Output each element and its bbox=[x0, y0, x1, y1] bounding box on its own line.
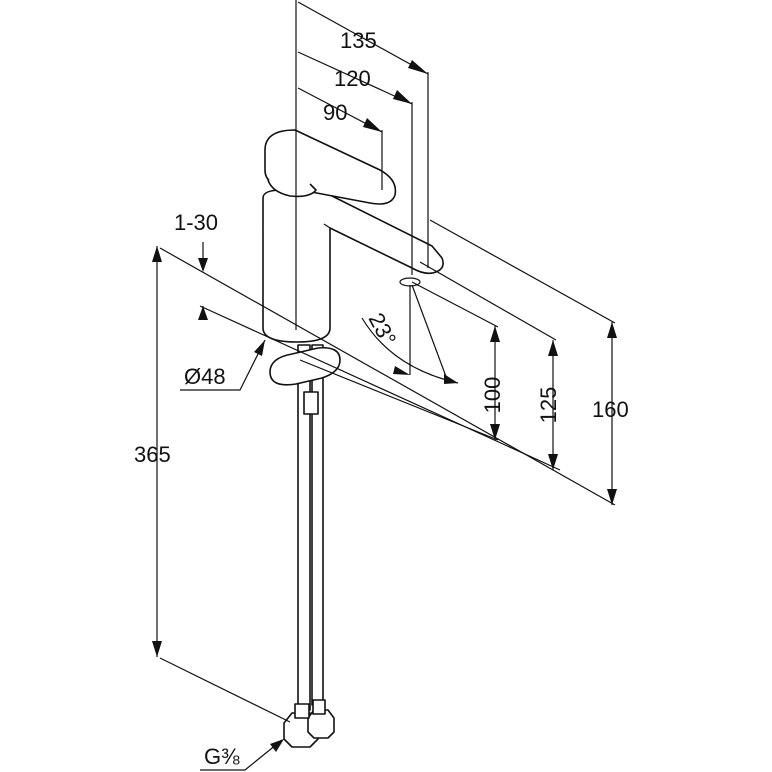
dim-125: 125 bbox=[536, 387, 561, 424]
hoses bbox=[283, 344, 335, 748]
angle-arc bbox=[361, 317, 459, 384]
dim-160: 160 bbox=[592, 397, 629, 422]
extension-lines bbox=[159, 72, 616, 723]
mounting-clamp bbox=[269, 346, 341, 386]
dim-connection: G⅜ bbox=[204, 744, 240, 769]
dim-120: 120 bbox=[334, 66, 371, 91]
height-dimension-lines bbox=[152, 242, 617, 657]
faucet-body bbox=[262, 129, 444, 343]
dim-135: 135 bbox=[340, 28, 377, 53]
dim-deck-thickness: 1-30 bbox=[174, 210, 218, 235]
dim-90: 90 bbox=[323, 100, 347, 125]
dim-angle: 23° bbox=[364, 309, 402, 350]
dim-100: 100 bbox=[480, 377, 505, 414]
connection-leader bbox=[200, 739, 283, 771]
dim-365: 365 bbox=[134, 442, 171, 467]
diameter-leader bbox=[180, 339, 266, 391]
reach-dimension-lines bbox=[297, 1, 429, 133]
dim-diameter: Ø48 bbox=[184, 364, 226, 389]
